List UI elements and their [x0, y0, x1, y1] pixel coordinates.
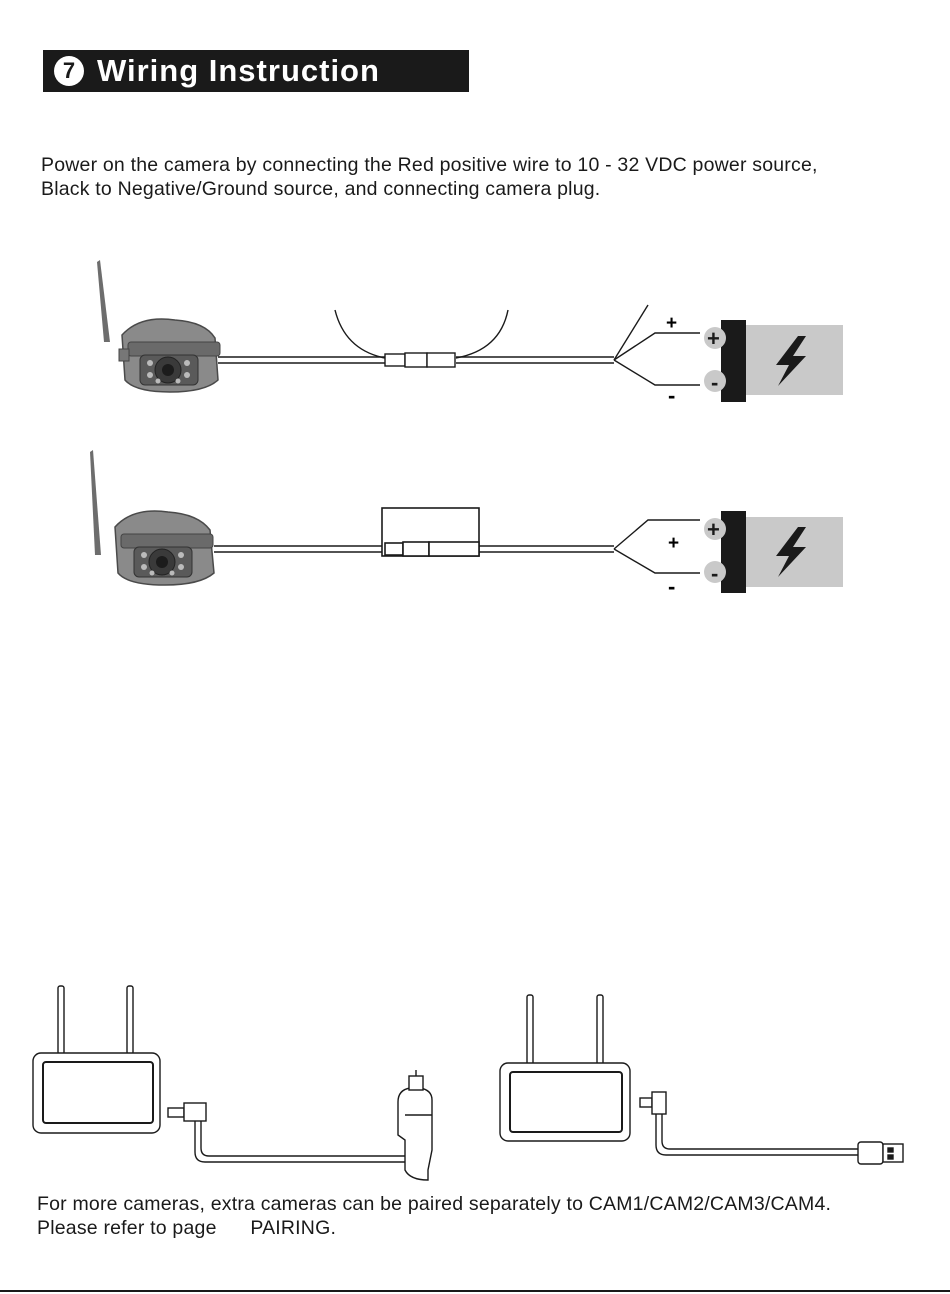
battery-negative-terminal: - — [711, 561, 718, 586]
negative-wire-label: - — [668, 383, 675, 408]
footer-line-2: Please refer to page PAIRING. — [37, 1216, 336, 1240]
negative-wire-label: - — [668, 574, 675, 599]
cable-connector — [385, 353, 455, 367]
battery-power-source — [704, 320, 843, 402]
instruction-line-1: Power on the camera by connecting the Re… — [41, 153, 818, 177]
wiring-diagram-2: + - + - — [0, 445, 950, 605]
section-number-badge: 7 — [54, 56, 84, 86]
positive-wire-label: + — [668, 533, 679, 554]
camera-antenna — [90, 450, 101, 555]
boxed-connector — [382, 508, 479, 556]
section-header: 7 Wiring Instruction — [43, 50, 469, 92]
camera-illustration — [119, 319, 220, 392]
bottom-rule — [0, 1290, 950, 1292]
instruction-line-2: Black to Negative/Ground source, and con… — [41, 177, 600, 201]
monitor-with-car-charger — [33, 986, 432, 1180]
positive-wire-label: + — [666, 313, 677, 334]
monitor-with-usb-cable — [500, 995, 903, 1164]
battery-positive-terminal: + — [707, 517, 720, 542]
power-wires — [614, 305, 700, 385]
wiring-diagram-1: + - + - — [0, 250, 950, 410]
battery-positive-terminal: + — [707, 326, 720, 351]
footer-line-1: For more cameras, extra cameras can be p… — [37, 1192, 831, 1216]
camera-illustration — [115, 511, 214, 585]
battery-negative-terminal: - — [711, 370, 718, 395]
monitor-power-diagrams — [0, 980, 950, 1190]
camera-antenna — [97, 260, 110, 342]
section-title: Wiring Instruction — [97, 53, 380, 89]
battery-power-source — [704, 511, 843, 593]
power-wires — [614, 520, 700, 573]
